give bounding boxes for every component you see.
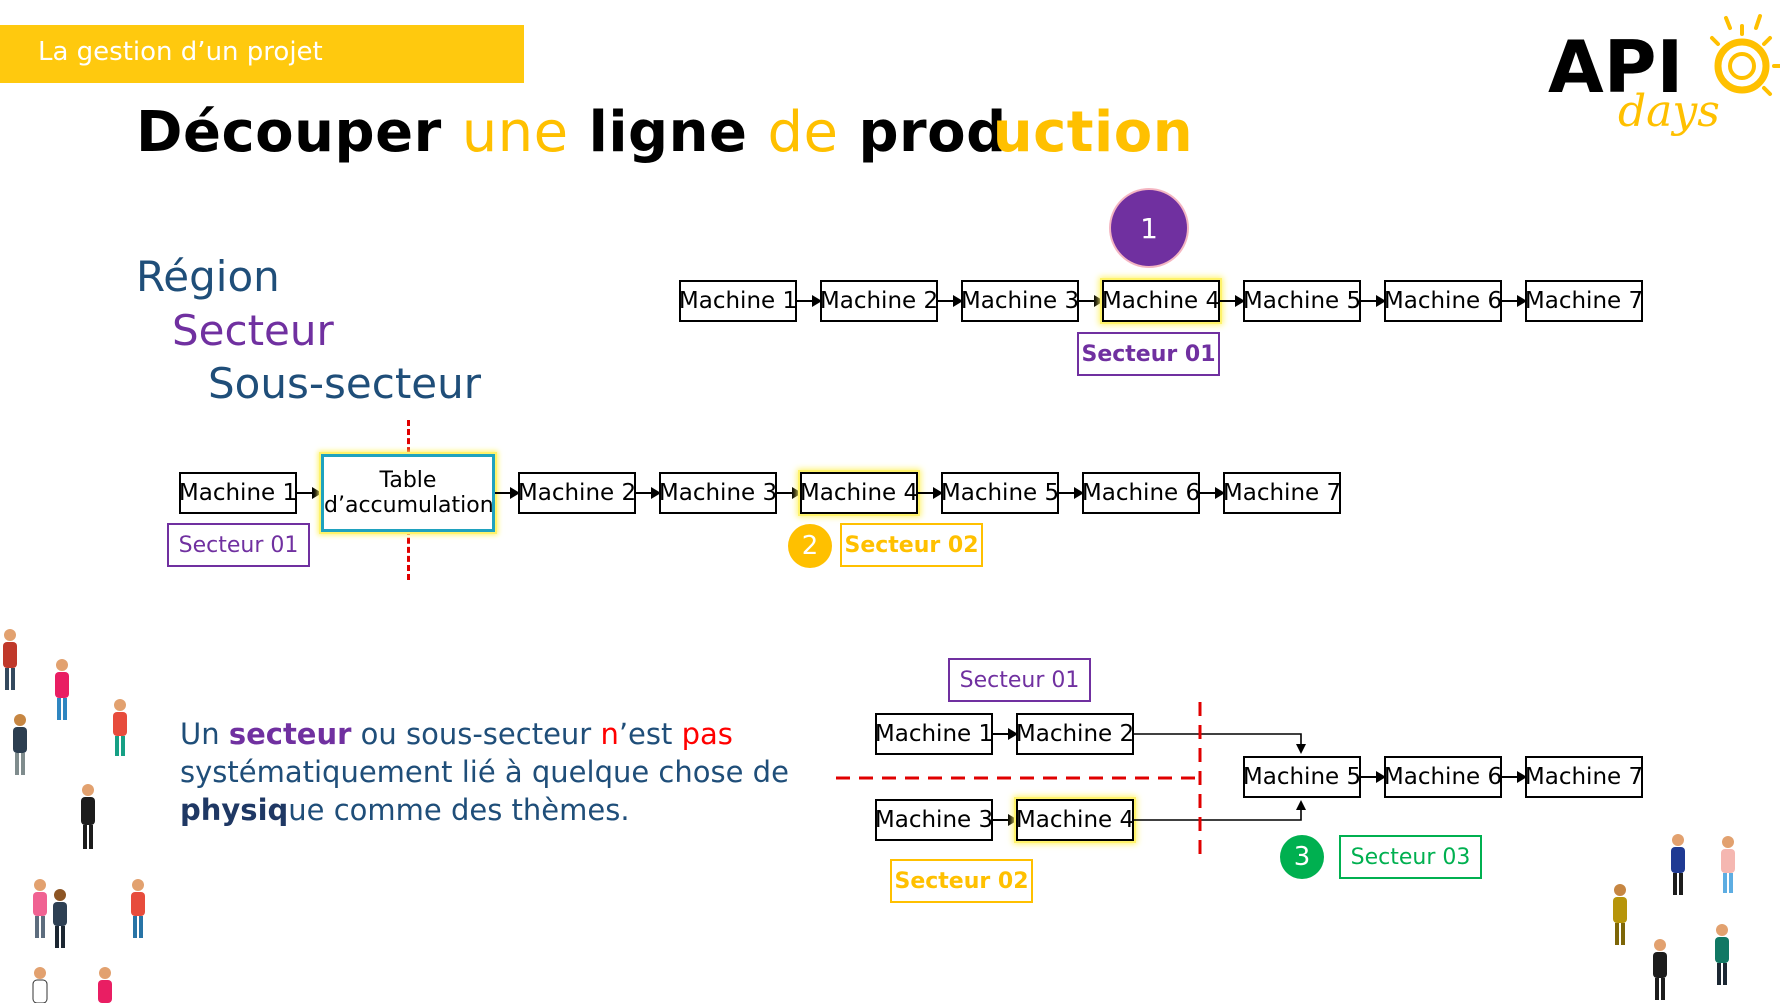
d1-arrow: [938, 295, 963, 307]
d3-arrow: [993, 728, 1018, 740]
d1-machine-2: Machine 2: [820, 280, 938, 322]
logo-api-text: API: [1548, 25, 1683, 109]
d3-arrow: [1502, 771, 1527, 783]
d3-sector-02: Secteur 02: [890, 859, 1033, 903]
d2-sector-01: Secteur 01: [167, 523, 310, 567]
d3-machine-1: Machine 1: [875, 713, 993, 755]
d1-machine-6: Machine 6: [1384, 280, 1502, 322]
d3-machine-2: Machine 2: [1016, 713, 1134, 755]
badge-1: 1: [1111, 190, 1187, 266]
title-word: prod: [858, 100, 1007, 165]
d1-arrow: [1220, 295, 1245, 307]
d3-machine-4: Machine 4: [1016, 799, 1134, 841]
d1-sector-01: Secteur 01: [1077, 332, 1220, 376]
sun-icon: [1710, 14, 1780, 96]
badge-3: 3: [1280, 835, 1324, 879]
d2-accumulation-table: Table d’accumulation: [321, 454, 495, 532]
badge-2: 2: [788, 524, 832, 568]
crowd-illustration-left: [3, 629, 145, 1003]
d1-arrow: [1502, 295, 1527, 307]
note-part: physiq: [180, 793, 289, 827]
d3-connectors: [836, 702, 1306, 862]
logo-days-text: days: [1618, 86, 1720, 137]
d1-machine-7: Machine 7: [1525, 280, 1643, 322]
d3-sector-03: Secteur 03: [1339, 835, 1482, 879]
d3-machine-3: Machine 3: [875, 799, 993, 841]
d2-machine-4: Machine 4: [800, 472, 918, 514]
d1-machine-1: Machine 1: [679, 280, 797, 322]
d2-machine-6: Machine 6: [1082, 472, 1200, 514]
d1-machine-5: Machine 5: [1243, 280, 1361, 322]
d2-arrow: [297, 487, 322, 499]
d1-machine-4: Machine 4: [1102, 280, 1220, 322]
d2-arrow: [495, 487, 520, 499]
d1-arrow: [797, 295, 822, 307]
d2-arrow: [636, 487, 661, 499]
d2-arrow: [1059, 487, 1084, 499]
explanatory-note: Un secteur ou sous-secteur n’est pas sys…: [180, 715, 800, 829]
d2-arrow: [1200, 487, 1225, 499]
note-part: ’est: [618, 717, 682, 751]
d1-arrow: [1361, 295, 1386, 307]
d1-machine-3: Machine 3: [961, 280, 1079, 322]
note-part: n: [600, 717, 619, 751]
person-icon: [3, 629, 145, 1003]
table-line-2: d’accumulation: [324, 493, 494, 518]
title-word: Découper: [136, 100, 442, 165]
crowd-illustration-right: [1613, 834, 1735, 1000]
d2-machine-1: Machine 1: [179, 472, 297, 514]
person-icon: [1613, 834, 1735, 1000]
note-part: Un: [180, 717, 229, 751]
d3-sector-01: Secteur 01: [948, 658, 1091, 702]
heading-region: Région: [136, 252, 280, 301]
d2-machine-7: Machine 7: [1223, 472, 1341, 514]
d3-machine-5: Machine 5: [1243, 756, 1361, 798]
d2-machine-3: Machine 3: [659, 472, 777, 514]
title-word: de: [767, 100, 839, 165]
d3-machine-7: Machine 7: [1525, 756, 1643, 798]
d2-arrow: [777, 487, 802, 499]
table-line-1: Table: [379, 468, 437, 493]
note-part: ue comme des thèmes.: [288, 793, 630, 827]
d2-sector-02: Secteur 02: [840, 523, 983, 567]
heading-sous-secteur: Sous-secteur: [208, 359, 482, 408]
note-part: secteur: [228, 717, 352, 751]
d2-machine-2: Machine 2: [518, 472, 636, 514]
heading-secteur: Secteur: [172, 306, 334, 355]
title-word: une: [461, 100, 569, 165]
title-word: uction: [992, 100, 1194, 165]
note-part: ou sous-secteur: [351, 717, 601, 751]
apidays-logo: API days: [1548, 14, 1780, 137]
d2-machine-5: Machine 5: [941, 472, 1059, 514]
d3-arrow: [993, 814, 1018, 826]
note-part: pas: [681, 717, 733, 751]
d1-arrow: [1079, 295, 1104, 307]
d3-arrow: [1361, 771, 1386, 783]
section-banner: La gestion d’un projet: [0, 25, 524, 83]
d3-machine-6: Machine 6: [1384, 756, 1502, 798]
title-word: ligne: [588, 100, 748, 165]
note-part: systématiquement lié à quelque chose de: [180, 755, 789, 789]
slide-title: Découper une ligne de production: [136, 100, 1193, 165]
d2-arrow: [918, 487, 943, 499]
banner-text: La gestion d’un projet: [38, 37, 323, 67]
